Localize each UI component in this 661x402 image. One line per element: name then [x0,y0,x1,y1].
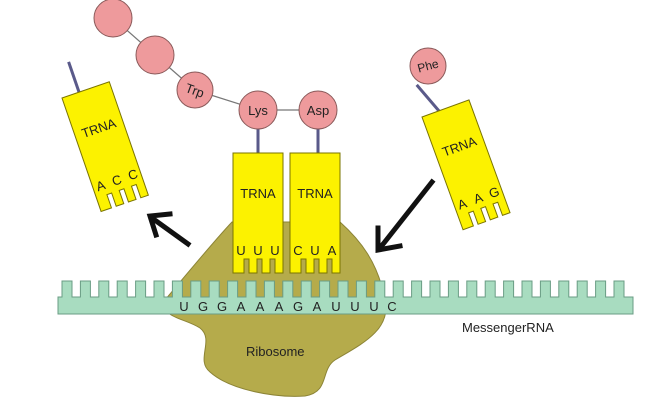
trna-leaving: TRNA A C C [61,61,149,212]
anticodon-base: U [310,243,319,258]
amino-acid [93,0,133,38]
mrna-base: A [313,299,322,314]
amino-acid-phe [409,47,447,85]
mrna-base: U [179,299,188,314]
amino-acid-asp [298,90,338,130]
peptide-chain: Trp [93,0,318,111]
mrna-base: A [237,299,246,314]
arrow-exit [146,211,192,248]
anticodon-base: C [293,243,302,258]
mrna-base: A [256,299,265,314]
mrna-base: A [275,299,284,314]
trna-a-site: TRNA C U A [289,129,341,274]
messenger-rna [57,280,634,315]
trna-p-site: TRNA U U U [232,129,284,274]
trna-incoming: TRNA A A G [415,83,511,231]
anticodon-base: G [487,184,502,202]
mrna-base: G [293,299,303,314]
mrna-base: G [198,299,208,314]
amino-acid-label: Asp [307,103,329,118]
mrna-base: U [350,299,359,314]
anticodon-base: C [126,166,140,183]
mrna-base: C [387,299,396,314]
arrow-enter [375,178,436,253]
anticodon-base: C [110,172,124,189]
mrna-base: G [217,299,227,314]
mrna-base: U [331,299,340,314]
amino-acid-label: Trp [183,80,206,101]
mrna-label: MessengerRNA [462,320,554,335]
mrna-base: U [369,299,378,314]
amino-acid-trp [176,71,214,109]
anticodon-base: U [253,243,262,258]
trna-label: TRNA [240,186,276,201]
anticodon-base: U [236,243,245,258]
trna-label: TRNA [297,186,333,201]
mrna-sequence: U G G A A A G A U U U C [179,299,396,314]
amino-acid [135,35,175,75]
anticodon-base: U [270,243,279,258]
amino-acid-label: Lys [248,103,268,118]
amino-acid-lys [238,90,278,130]
amino-acid-label: Phe [416,56,441,75]
anticodon-base: A [328,243,337,258]
ribosome-label: Ribosome [246,344,305,359]
